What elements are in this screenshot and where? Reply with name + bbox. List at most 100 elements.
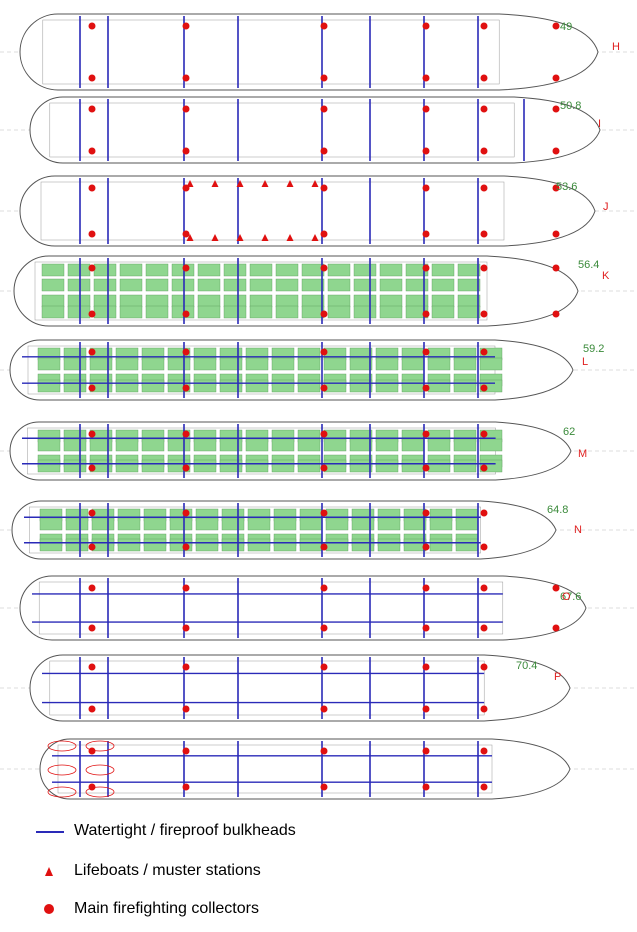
cabin-block xyxy=(401,357,425,371)
cabin-block xyxy=(145,263,169,277)
cabin-block xyxy=(39,517,63,531)
firefighting-collector xyxy=(88,430,96,438)
cabin-block xyxy=(221,517,245,531)
cabin-block xyxy=(89,357,113,371)
cabin-block xyxy=(119,278,143,292)
cabin-block xyxy=(193,459,217,473)
cabin-block xyxy=(119,305,143,319)
cabin-block xyxy=(37,459,61,473)
bulkhead-line-icon xyxy=(36,831,64,833)
cabin-block xyxy=(145,305,169,319)
cabin-block xyxy=(401,379,425,393)
cabin-block xyxy=(271,357,295,371)
firefighting-collector xyxy=(480,624,488,632)
lifeboat-marker xyxy=(311,180,319,187)
deck-10 xyxy=(0,738,637,800)
propeller-icon xyxy=(85,786,115,798)
cabin-block xyxy=(117,538,141,552)
cabin-block xyxy=(63,357,87,371)
firefighting-collector xyxy=(88,464,96,472)
firefighting-collector xyxy=(88,543,96,551)
cabin-block xyxy=(457,263,481,277)
cabin-block xyxy=(271,379,295,393)
cabin-block xyxy=(327,294,351,308)
deck-inner-outline xyxy=(34,261,488,321)
cabin-block xyxy=(145,294,169,308)
firefighting-collector xyxy=(480,147,488,155)
cabin-block xyxy=(323,379,347,393)
firefighting-collector xyxy=(182,264,190,272)
deck-level-label: 62 xyxy=(563,426,575,438)
firefighting-collector xyxy=(182,464,190,472)
deck-8: 67.6O xyxy=(0,575,637,641)
cabin-block xyxy=(219,459,243,473)
firefighting-collector xyxy=(480,348,488,356)
cabin-block xyxy=(223,305,247,319)
cabin-block xyxy=(273,517,297,531)
cabin-block xyxy=(41,263,65,277)
firefighting-collector xyxy=(320,584,328,592)
deck-6: 62M xyxy=(0,421,637,481)
firefighting-collector xyxy=(88,264,96,272)
firefighting-collector xyxy=(182,430,190,438)
cabin-block xyxy=(63,379,87,393)
firefighting-collector xyxy=(320,105,328,113)
firefighting-collector xyxy=(480,264,488,272)
deck-5: 59.2L xyxy=(0,339,637,401)
firefighting-collector xyxy=(552,147,560,155)
cabin-block xyxy=(377,517,401,531)
cabin-block xyxy=(223,263,247,277)
firefighting-collector xyxy=(480,230,488,238)
propeller-detail xyxy=(47,740,115,798)
firefighting-collector xyxy=(320,705,328,713)
cabin-block xyxy=(195,517,219,531)
cabin-block xyxy=(349,438,373,452)
cabin-block xyxy=(143,517,167,531)
firefighting-collector xyxy=(182,543,190,551)
deck-2: 50.8I xyxy=(0,96,637,164)
firefighting-collector xyxy=(552,22,560,30)
cabin-block xyxy=(431,294,455,308)
propeller-icon xyxy=(85,740,115,752)
firefighting-collector xyxy=(422,747,430,755)
cabin-block xyxy=(93,294,117,308)
firefighting-collector xyxy=(480,184,488,192)
cabin-block xyxy=(431,305,455,319)
firefighting-collector xyxy=(88,22,96,30)
cabin-block xyxy=(403,517,427,531)
cabin-block xyxy=(171,278,195,292)
firefighting-collector xyxy=(88,663,96,671)
cabin-block xyxy=(245,438,269,452)
firefighting-collector xyxy=(480,663,488,671)
cabin-block xyxy=(401,459,425,473)
firefighting-collector xyxy=(422,384,430,392)
firefighting-collector xyxy=(320,184,328,192)
cabin-block xyxy=(297,459,321,473)
cabin-block xyxy=(457,305,481,319)
cabin-block xyxy=(375,357,399,371)
firefighting-collector xyxy=(182,584,190,592)
cabin-block xyxy=(453,379,477,393)
cabin-block xyxy=(245,379,269,393)
firefighting-collector xyxy=(88,147,96,155)
cabin-block xyxy=(297,357,321,371)
cabin-block xyxy=(141,438,165,452)
cabin-block xyxy=(323,357,347,371)
cabin-block xyxy=(67,294,91,308)
cabin-block xyxy=(67,278,91,292)
firefighting-collector xyxy=(320,147,328,155)
lifeboat-marker xyxy=(311,234,319,241)
cabin-block xyxy=(249,278,273,292)
cabin-block xyxy=(195,538,219,552)
cabin-block xyxy=(323,438,347,452)
propeller-icon xyxy=(47,786,77,798)
cabin-block xyxy=(119,263,143,277)
cabin-block xyxy=(167,438,191,452)
firefighting-collector xyxy=(320,264,328,272)
cabin-block xyxy=(65,517,89,531)
deck-level-label: 50.8 xyxy=(560,100,581,112)
cabin-block xyxy=(37,379,61,393)
firefighting-collector xyxy=(88,105,96,113)
deck-inner-outline xyxy=(57,744,493,794)
